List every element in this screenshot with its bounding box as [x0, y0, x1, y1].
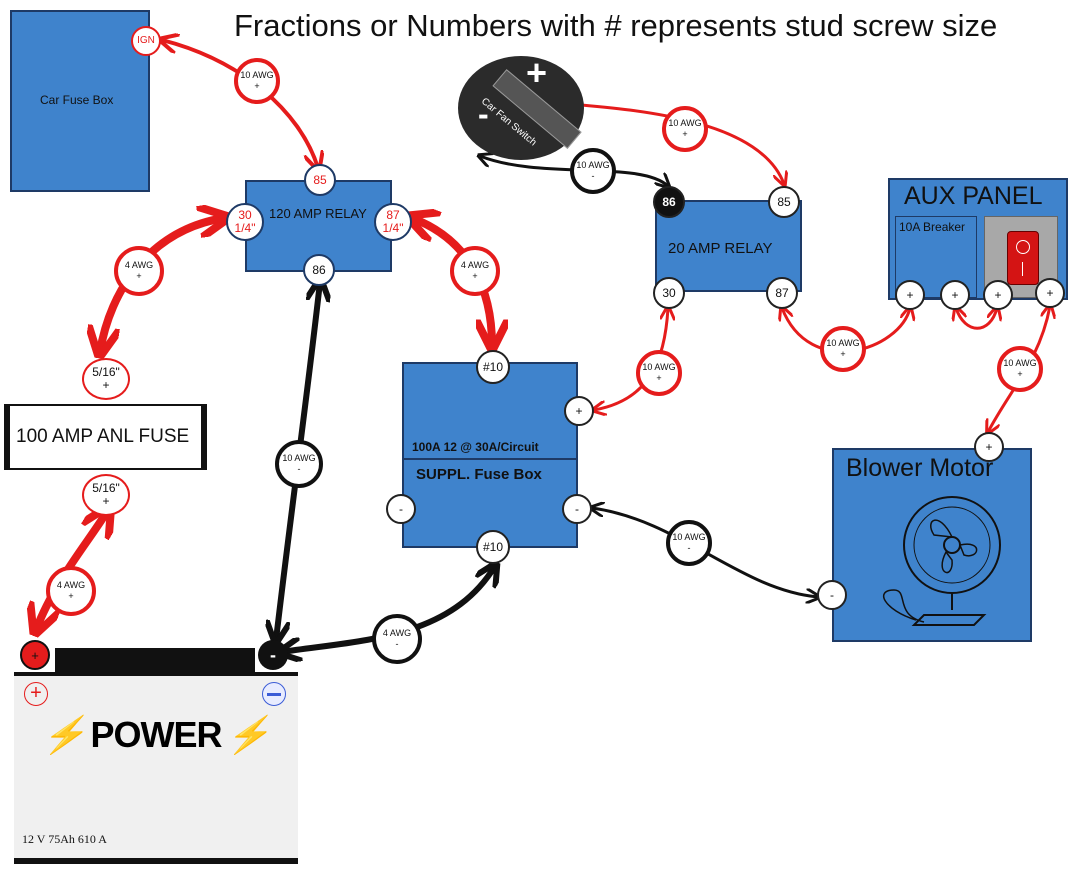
relay20-terminal-87: 87	[766, 277, 798, 309]
relay20-terminal-86: 86	[653, 186, 685, 218]
battery-specs: 12 V 75Ah 610 A	[22, 832, 107, 846]
suppl-bottom-stud: #10	[476, 530, 510, 564]
wire-anl-battery	[36, 510, 108, 630]
aux-breaker-label: 10A Breaker	[899, 220, 966, 234]
battery-positive-post: +	[20, 640, 50, 670]
w6-gauge: 4 AWG	[382, 627, 412, 638]
lightning-right-icon: ⚡	[225, 714, 271, 755]
blower-motor: Blower Motor	[832, 448, 1032, 642]
w11-gauge: 10 AWG	[1003, 357, 1037, 368]
battery-top-bar	[55, 648, 255, 672]
w5-pol: -	[297, 464, 301, 474]
anl-fuse-bottom-stud: 5/16"+	[82, 474, 130, 516]
wire-label-w6: 4 AWG-	[372, 614, 422, 664]
w12-gauge: 10 AWG	[672, 531, 706, 542]
w2-pol: +	[136, 271, 142, 281]
suppl-label: SUPPL. Fuse Box	[416, 466, 542, 483]
aux-panel-title: AUX PANEL	[904, 182, 1043, 210]
w7-pol: +	[682, 129, 688, 139]
w3-gauge: 4 AWG	[460, 259, 490, 270]
w1-gauge: 10 AWG	[240, 69, 274, 80]
anl-bot-pol: +	[102, 494, 110, 508]
aux-breaker: 10A Breaker	[895, 216, 977, 298]
blower-plus-terminal: +	[974, 432, 1004, 462]
w4-pol: +	[68, 591, 74, 601]
relay20-terminal-30: 30	[653, 277, 685, 309]
battery-brand: ⚡ POWER ⚡	[42, 710, 271, 760]
wire-label-w3: 4 AWG+	[450, 246, 500, 296]
w8-gauge: 10 AWG	[576, 159, 610, 170]
aux-terminal-2: +	[940, 280, 970, 310]
w9-pol: +	[656, 373, 662, 383]
w4-gauge: 4 AWG	[56, 579, 86, 590]
diagram-note: Fractions or Numbers with # represents s…	[234, 8, 998, 43]
relay-120-label: 120 AMP RELAY	[269, 206, 367, 221]
anl-top-size: 5/16"	[92, 365, 120, 380]
anl-fuse-top-stud: 5/16"+	[82, 358, 130, 400]
wire-label-w11: 10 AWG+	[997, 346, 1043, 392]
battery-plus-icon: +	[24, 682, 48, 706]
w6-pol: -	[395, 639, 399, 649]
supplemental-fuse-box: 100A 12 @ 30A/Circuit SUPPL. Fuse Box	[402, 362, 578, 548]
wire-label-w5: 10 AWG-	[275, 440, 323, 488]
relay120-terminal-86: 86	[303, 254, 335, 286]
blower-label: Blower Motor	[846, 454, 994, 482]
lightning-left-icon: ⚡	[41, 714, 87, 755]
battery-body: + ⚡ POWER ⚡ 12 V 75Ah 610 A	[14, 672, 298, 864]
relay120-t87-num: 87	[386, 208, 400, 223]
w1-pol: +	[254, 81, 260, 91]
car-fuse-box: Car Fuse Box	[10, 10, 150, 192]
fan-switch-plus: +	[526, 52, 548, 93]
battery-brand-text: POWER	[90, 714, 223, 755]
ign-terminal: IGN	[131, 26, 161, 56]
anl-fuse-label: 100 AMP ANL FUSE	[16, 426, 190, 447]
anl-bot-size: 5/16"	[92, 481, 120, 496]
relay-20-label: 20 AMP RELAY	[668, 240, 773, 257]
wire-label-w10: 10 AWG+	[820, 326, 866, 372]
w11-pol: +	[1017, 369, 1023, 379]
wire-aux-jumper	[956, 308, 997, 330]
w2-gauge: 4 AWG	[124, 259, 154, 270]
suppl-rating: 100A 12 @ 30A/Circuit	[412, 440, 539, 454]
battery-minus-icon	[262, 682, 286, 706]
suppl-minus-right: -	[562, 494, 592, 524]
fan-icon	[882, 496, 1001, 626]
wire-label-w2: 4 AWG+	[114, 246, 164, 296]
wire-label-w7: 10 AWG+	[662, 106, 708, 152]
relay120-t30-size: 1/4"	[234, 221, 256, 235]
wire-label-w12: 10 AWG-	[666, 520, 712, 566]
relay20-terminal-85: 85	[768, 186, 800, 218]
suppl-plus-terminal: +	[564, 396, 594, 426]
w8-pol: -	[591, 171, 595, 181]
aux-terminal-3: +	[983, 280, 1013, 310]
wire-label-w4: 4 AWG+	[46, 566, 96, 616]
wire-ign-85	[162, 40, 318, 168]
aux-terminal-1: +	[895, 280, 925, 310]
suppl-minus-left: -	[386, 494, 416, 524]
wire-label-w1: 10 AWG+	[234, 58, 280, 104]
blower-minus-terminal: -	[817, 580, 847, 610]
aux-terminal-4: +	[1035, 278, 1065, 308]
car-fuse-box-label: Car Fuse Box	[40, 93, 114, 107]
relay120-terminal-85: 85	[304, 164, 336, 196]
suppl-top-stud: #10	[476, 350, 510, 384]
relay120-t87-size: 1/4"	[382, 221, 404, 235]
w5-gauge: 10 AWG	[282, 452, 316, 463]
wire-label-w9: 10 AWG+	[636, 350, 682, 396]
w12-pol: -	[687, 543, 691, 553]
wire-label-w8: 10 AWG-	[570, 148, 616, 194]
w10-gauge: 10 AWG	[826, 337, 860, 348]
anl-fuse: 100 AMP ANL FUSE	[4, 404, 207, 470]
car-fan-switch: Car Fan Switch + -	[458, 52, 584, 160]
anl-top-pol: +	[102, 378, 110, 392]
w7-gauge: 10 AWG	[668, 117, 702, 128]
w3-pol: +	[472, 271, 478, 281]
fan-switch-minus: -	[478, 96, 489, 132]
relay120-t30-num: 30	[238, 208, 252, 223]
w9-gauge: 10 AWG	[642, 361, 676, 372]
w10-pol: +	[840, 349, 846, 359]
battery-negative-post: -	[258, 640, 288, 670]
